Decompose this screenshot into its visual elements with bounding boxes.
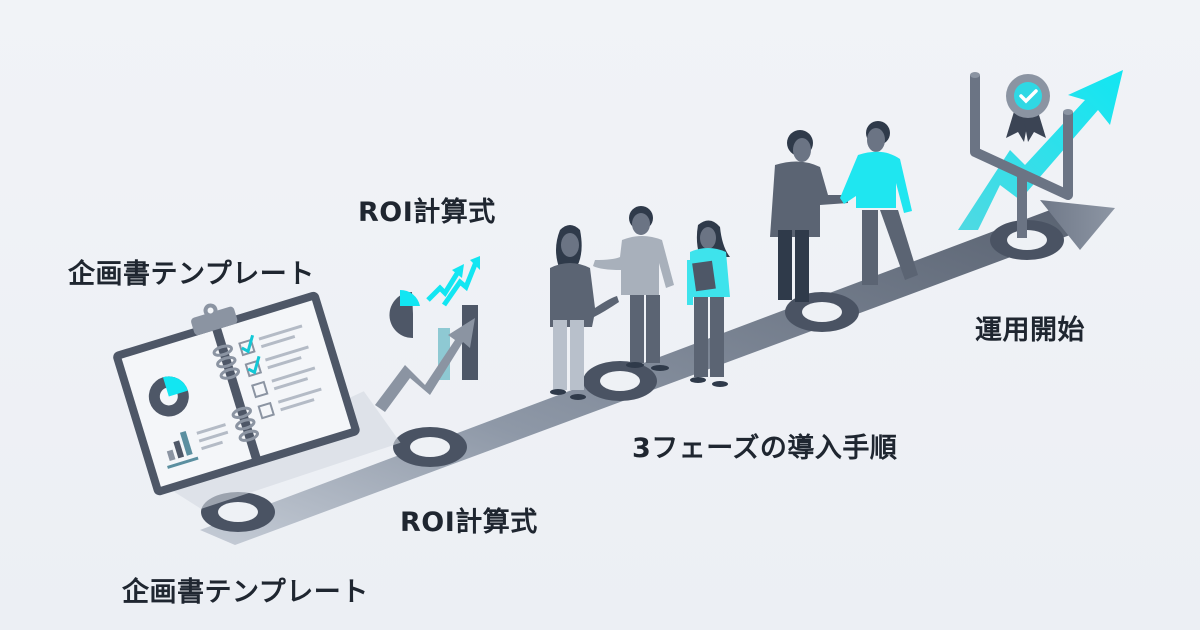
label-template-top: 企画書テンプレート bbox=[68, 259, 315, 290]
checklist bbox=[238, 324, 322, 420]
label-operation: 運用開始 bbox=[975, 315, 1085, 346]
arrow-head-icon bbox=[1040, 200, 1115, 250]
label-roi-top: ROI計算式 bbox=[358, 197, 496, 228]
roi-chart-icon bbox=[375, 256, 480, 412]
label-template-bottom: 企画書テンプレート bbox=[122, 577, 369, 608]
label-phases: 3フェーズの導入手順 bbox=[632, 433, 898, 464]
goal-post-badge-icon bbox=[958, 70, 1123, 238]
label-roi-bottom: ROI計算式 bbox=[400, 507, 538, 538]
clipboard-notebook-icon bbox=[113, 291, 401, 509]
team-meeting-icon bbox=[550, 206, 730, 400]
handshake-icon bbox=[770, 121, 918, 302]
